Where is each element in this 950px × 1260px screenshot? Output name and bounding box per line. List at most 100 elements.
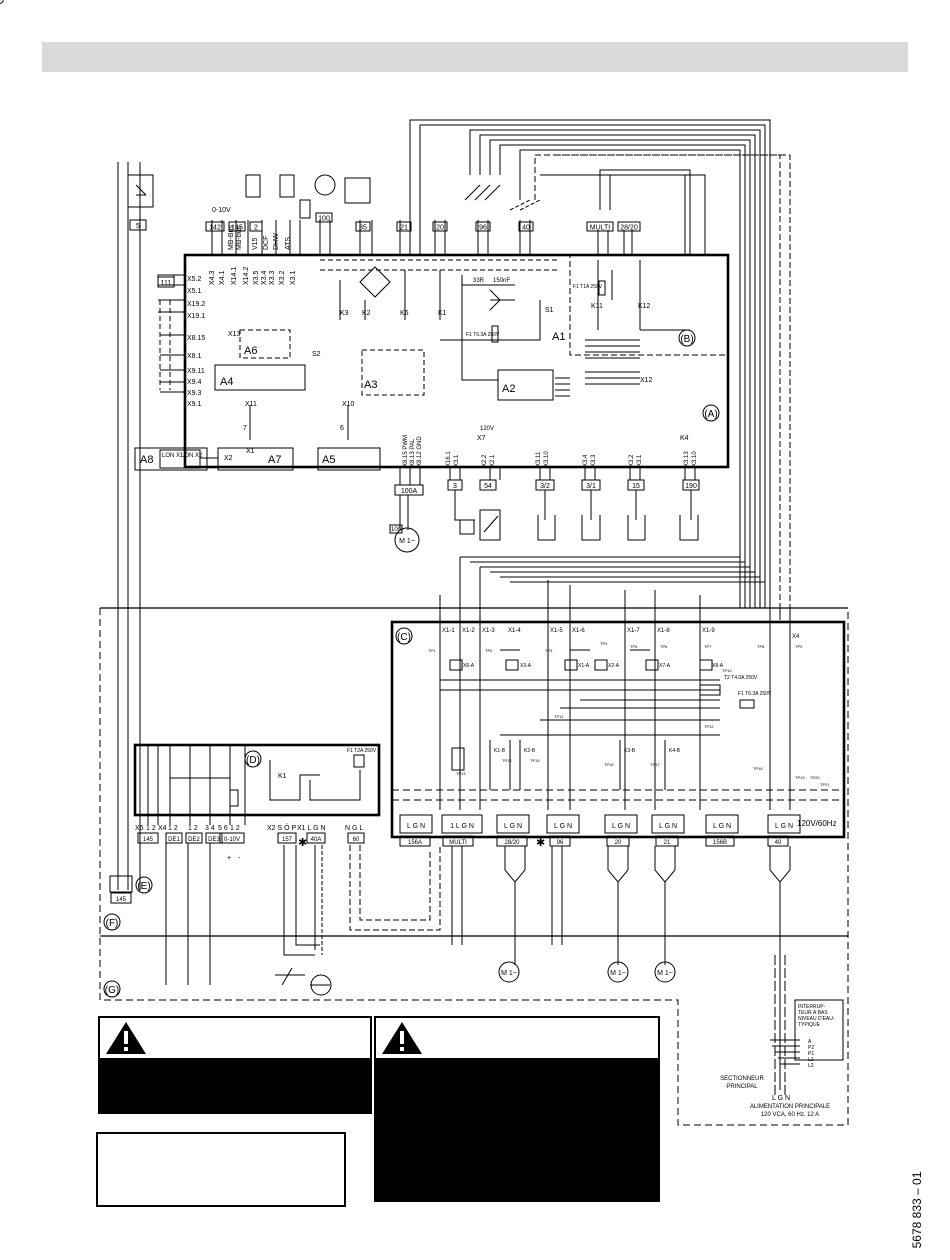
x-left-5: X8.1 bbox=[187, 353, 202, 360]
fuse-f1-t63a: F1 T6.3A 250V bbox=[466, 332, 500, 338]
c-relay-x8a: X8-A bbox=[712, 663, 724, 669]
document-code-text: 5678 833 – 01 bbox=[910, 1171, 924, 1249]
lgn-20-label: 20 bbox=[615, 840, 622, 846]
block-142: 142 bbox=[209, 225, 221, 232]
x-top-8: X3.1 bbox=[290, 270, 297, 285]
label-dcf: DCF bbox=[263, 236, 270, 250]
module-a1: A1 bbox=[552, 331, 565, 343]
x-top-3: X14.2 bbox=[243, 267, 250, 285]
x-top-4: X3.5 bbox=[253, 270, 260, 285]
sensor-3-1: 3/1 bbox=[586, 483, 596, 490]
tp-2: TP2 bbox=[485, 648, 493, 653]
tp-9: TP9 bbox=[795, 644, 803, 649]
c-relay-k2b: K2-B bbox=[524, 748, 536, 754]
switchbox-line-4: TYPIQUE bbox=[798, 1022, 821, 1028]
d-term-12a: 1 2 bbox=[146, 825, 156, 832]
block-21: 21 bbox=[400, 225, 408, 232]
c-x1-7: X1-7 bbox=[627, 628, 640, 634]
label-x1: X1 bbox=[246, 448, 255, 455]
x-top-5: X3.4 bbox=[261, 270, 268, 285]
label-6: 6 bbox=[340, 425, 344, 432]
c-x1-4: X1-4 bbox=[508, 628, 521, 634]
warning-box-1-header bbox=[100, 1018, 370, 1058]
x-left-3: X19.1 bbox=[187, 313, 205, 320]
motor-100-label: 100 bbox=[391, 527, 402, 533]
c-relay-x3a: X3-A bbox=[520, 663, 532, 669]
d-term-56: 5 6 bbox=[218, 825, 228, 832]
c-x1-2: X1-2 bbox=[462, 628, 475, 634]
warning-box-2 bbox=[374, 1016, 660, 1202]
c-relay-k1b: K1-B bbox=[494, 748, 506, 754]
tp-4: TP4 bbox=[600, 641, 608, 646]
block-40: 40 bbox=[522, 225, 530, 232]
relay-k3: K3 bbox=[340, 310, 349, 317]
x-left-7: X9.4 bbox=[187, 379, 202, 386]
c-x1-3: X1-3 bbox=[482, 628, 495, 634]
tp-20: TP20 bbox=[810, 775, 820, 780]
voltage-label: 120V/60Hz bbox=[797, 819, 837, 828]
d-block-de1: DE1 bbox=[168, 837, 180, 843]
x2-block-157: 157 bbox=[282, 837, 293, 843]
supply-line-1: ALIMENTATION PRINCIPALE bbox=[750, 1104, 830, 1110]
d-fuse-label: F1 T2A 250V bbox=[347, 748, 377, 754]
x-bottom-3: X16.1 bbox=[446, 451, 452, 467]
supply-line-2: 120 VCA, 60 Hz, 12 A bbox=[761, 1112, 819, 1118]
d-polarity-minus: - bbox=[238, 855, 241, 862]
d-block-de2: DE2 bbox=[188, 837, 200, 843]
tp-18: TP18 bbox=[753, 766, 763, 771]
disconnect-line-2: PRINCIPAL bbox=[726, 1084, 758, 1090]
module-a4: A4 bbox=[220, 376, 233, 388]
block-35: 35 bbox=[359, 225, 367, 232]
c-x1-6: X1-6 bbox=[572, 628, 585, 634]
c-relay-x7a: X7-A bbox=[659, 663, 671, 669]
c-relay-k3b: K3-B bbox=[624, 748, 636, 754]
block-multi: MULTI bbox=[590, 225, 611, 232]
motor-100-m: M 1~ bbox=[399, 538, 415, 545]
header-bar bbox=[42, 42, 908, 72]
x-left-9: X9.1 bbox=[187, 401, 202, 408]
label-7: 7 bbox=[243, 425, 247, 432]
module-b-circle: (B) bbox=[680, 334, 693, 345]
x2-terms: X2 S Ö P bbox=[267, 824, 297, 832]
circle-e: (E) bbox=[137, 881, 150, 892]
module-a2: A2 bbox=[502, 383, 515, 395]
disconnect-line-1: SECTIONNEUR bbox=[720, 1076, 764, 1082]
lgn-156a-label: 156A bbox=[408, 840, 422, 846]
switch-pin-l1: L1 bbox=[808, 1057, 814, 1063]
block-2: 2 bbox=[254, 225, 258, 232]
x-bottom-10: X3.3 bbox=[591, 454, 597, 467]
board-a bbox=[183, 253, 730, 469]
supply-lgn: L G N bbox=[772, 1095, 790, 1102]
lgn-connectors bbox=[399, 814, 801, 847]
x-bottom-12: X3.1 bbox=[637, 454, 643, 467]
switch-pin-p1: P1 bbox=[808, 1051, 814, 1057]
lgn-21-pins: L G N bbox=[659, 823, 677, 830]
document-code: 5678 833 – 01 bbox=[905, 1168, 929, 1252]
label-120v: 120V bbox=[480, 426, 494, 432]
x-bottom-1: X8.13 PAL bbox=[410, 438, 416, 467]
x-top-2: X14.1 bbox=[231, 267, 238, 285]
x2-star: ✱ bbox=[298, 837, 307, 849]
warning-box-2-header bbox=[376, 1018, 658, 1058]
label-lon-x1: LON X1 bbox=[162, 453, 184, 459]
tp-21: TP21 bbox=[820, 782, 830, 787]
circle-d: (D) bbox=[246, 755, 260, 766]
tp-3: TP3 bbox=[545, 648, 553, 653]
lgn-156a-pins: L G N bbox=[407, 823, 425, 830]
b60-terms: N G L bbox=[345, 825, 363, 832]
block-111: 111 bbox=[161, 280, 172, 287]
block-5: 5 bbox=[136, 223, 140, 230]
tp-10: TP10 bbox=[722, 668, 732, 673]
label-x7: X7 bbox=[477, 435, 486, 442]
switch-s2: S2 bbox=[312, 351, 321, 358]
switch-s1: S1 bbox=[545, 307, 554, 314]
c-relay-x6a: X6-A bbox=[463, 663, 475, 669]
module-a6: A6 bbox=[244, 345, 257, 357]
fuse-f1-t1a: F1 T1A 250V bbox=[573, 284, 603, 290]
tp-19: TP19 bbox=[795, 775, 805, 780]
top-sockets bbox=[0, 0, 4, 4]
x-top-7: X3.2 bbox=[279, 270, 286, 285]
tp-7: TP7 bbox=[704, 644, 712, 649]
tp-15: TP15 bbox=[530, 758, 540, 763]
